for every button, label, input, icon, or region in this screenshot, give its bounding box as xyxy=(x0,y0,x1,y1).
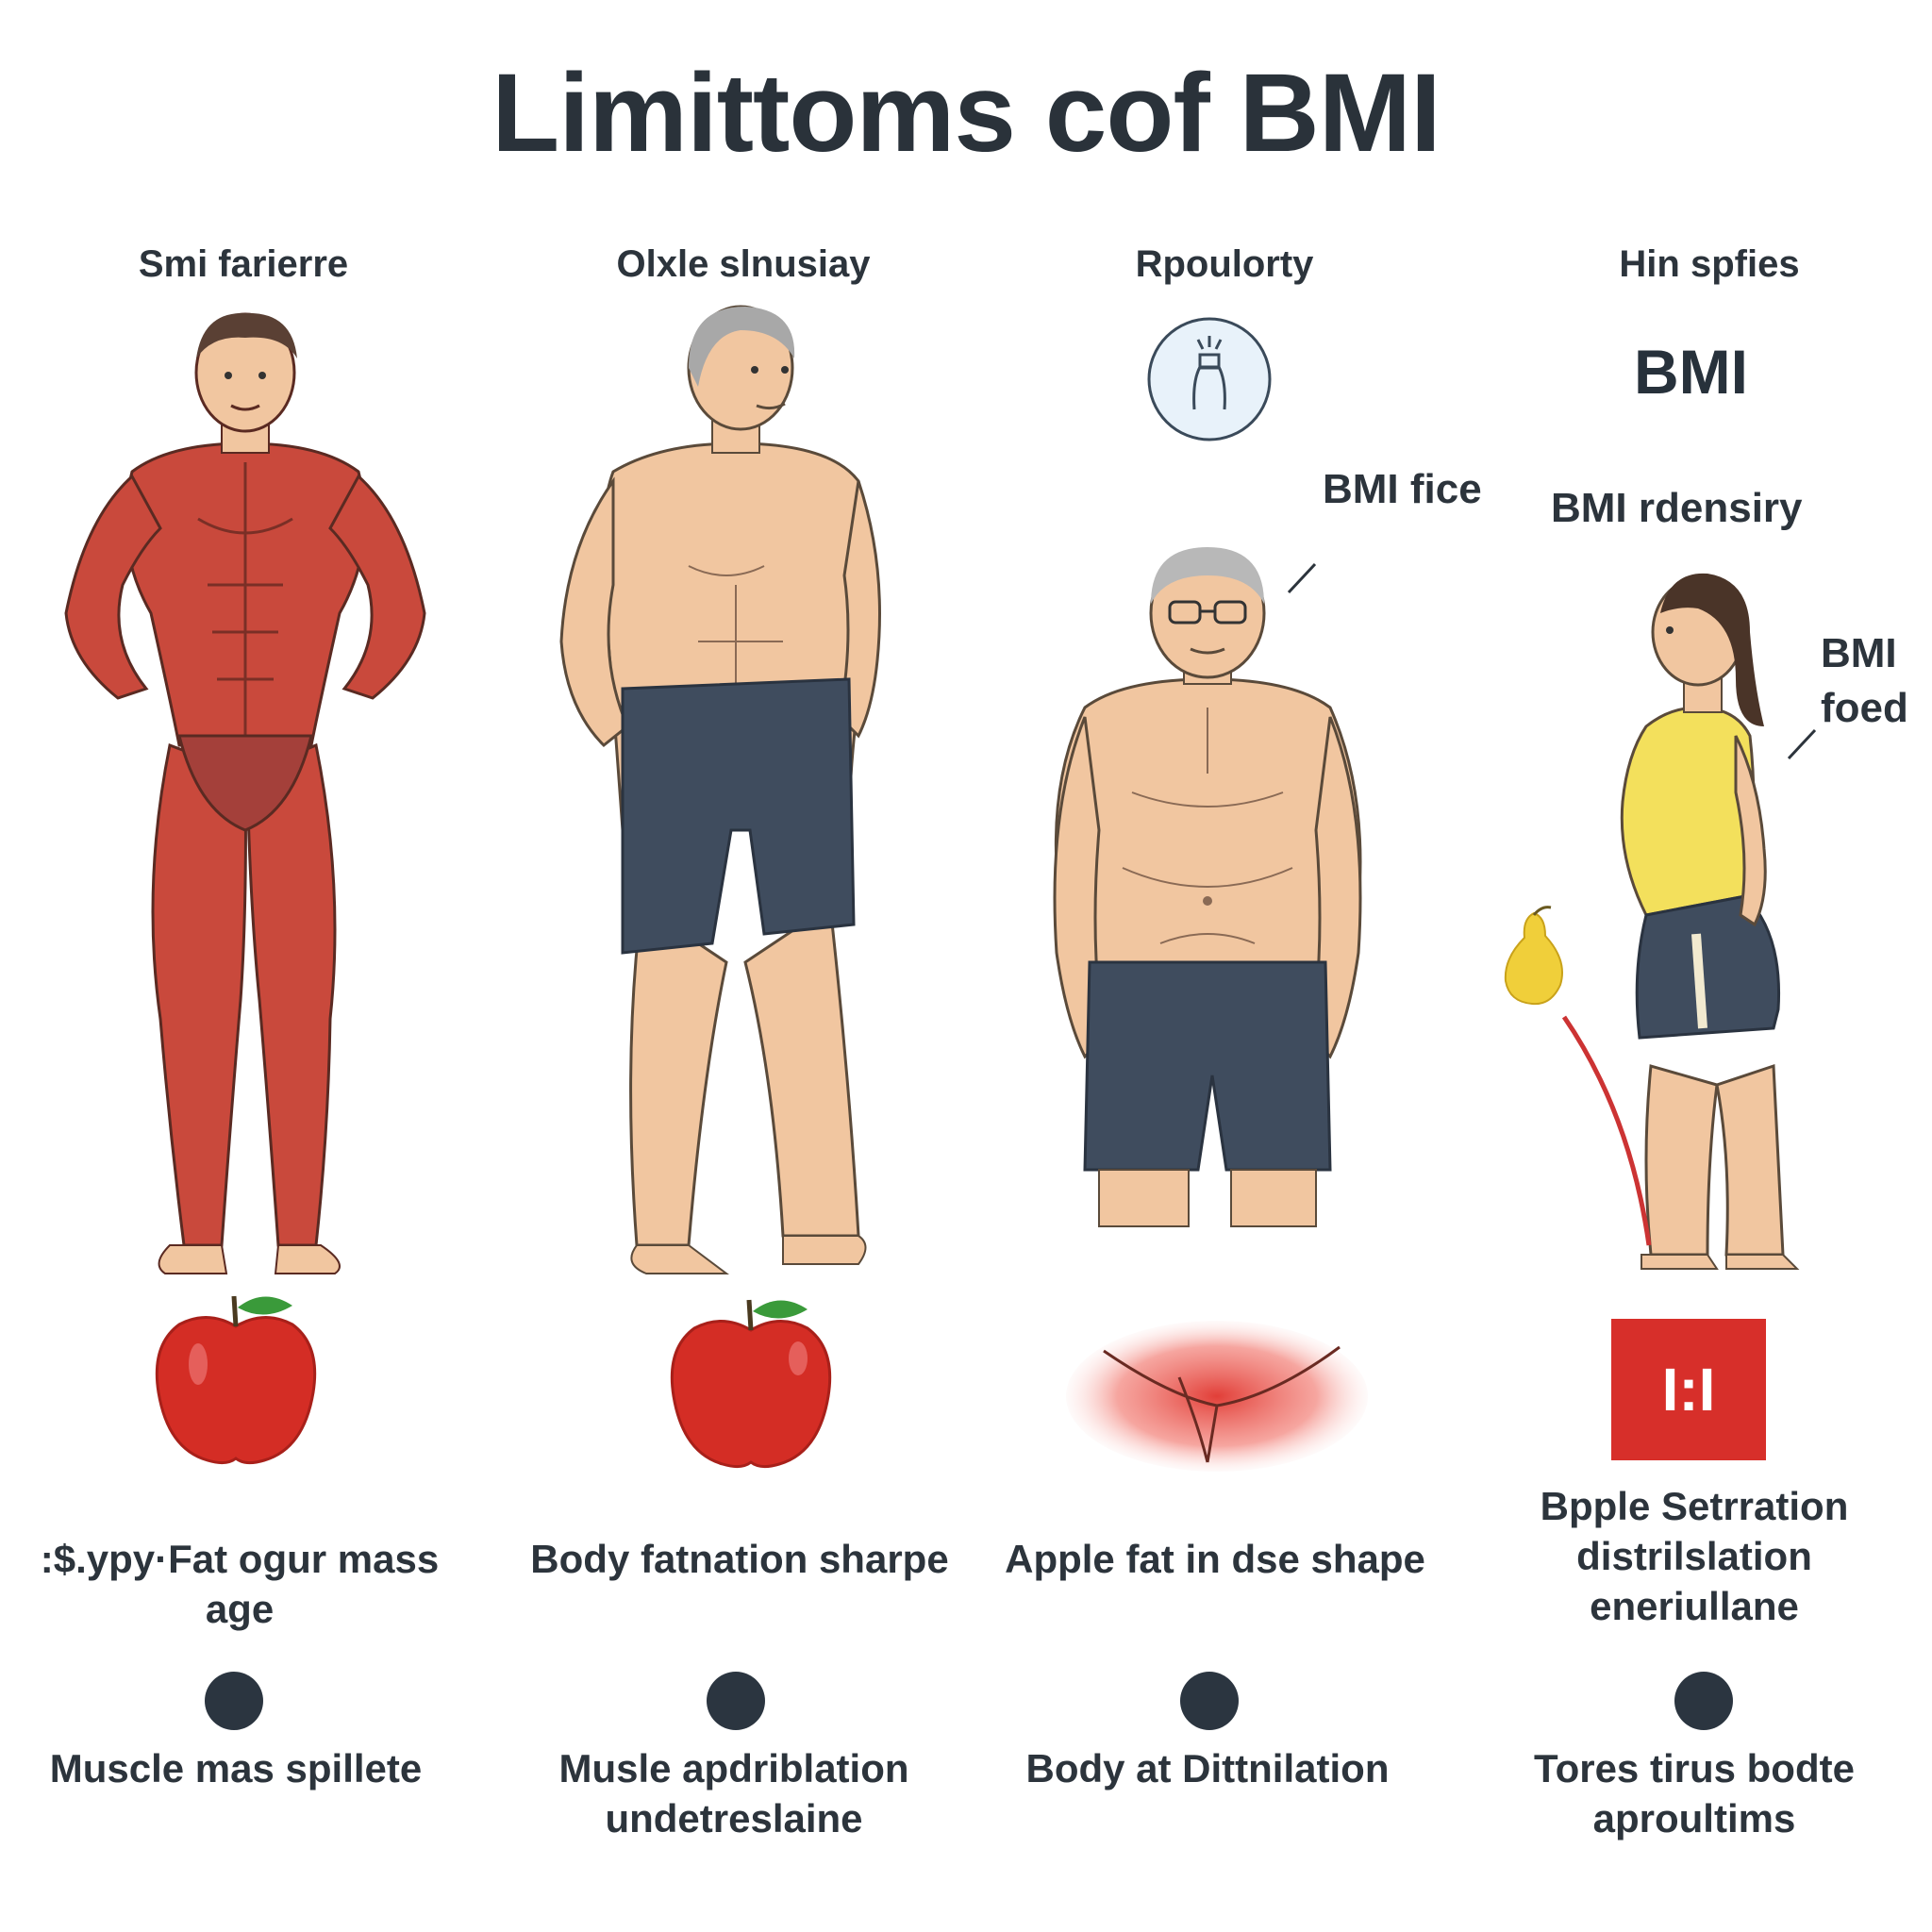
column-2-bullet: Musle apdriblation undetreslaine xyxy=(558,1746,909,1840)
bullet-dot xyxy=(1674,1672,1733,1730)
callout-pointer-line xyxy=(1787,728,1817,760)
column-4-caption: Bpple Setrration distrilslation eneriull… xyxy=(1540,1484,1849,1628)
bmi-badge-icon: I:I xyxy=(1611,1319,1766,1460)
column-3-caption: Apple fat in dse shape xyxy=(1005,1537,1425,1581)
column-4-bullet: Tores tirus bodte aproultims xyxy=(1534,1746,1855,1840)
older-man-figure xyxy=(559,305,881,1274)
body-scan-icon xyxy=(1147,317,1272,441)
woman-side-profile-figure xyxy=(1620,573,1800,1270)
apple-icon xyxy=(155,1295,317,1465)
column-1-heading: Smi farierre xyxy=(138,243,349,285)
pear-icon xyxy=(1504,906,1563,1006)
bullet-dot xyxy=(707,1672,765,1730)
heavy-older-man-figure xyxy=(1053,547,1362,1227)
column-1-bullet: Muscle mas spillete xyxy=(49,1746,423,1790)
apple-icon xyxy=(670,1299,832,1469)
column-2-caption: Body fatnation sharpe xyxy=(530,1537,949,1581)
column-1-caption: :$.ypy·Fat ogur mass age xyxy=(40,1537,440,1631)
column-4-heading: Hin spfies xyxy=(1619,243,1800,285)
bullet-dot xyxy=(205,1672,263,1730)
column-2-heading: Olxle slnusiay xyxy=(616,243,871,285)
column-3-bullet: Body at Dittnilation xyxy=(1025,1746,1390,1790)
column-4-big-label: BMI xyxy=(1634,337,1748,407)
fat-highlight-icon xyxy=(1066,1321,1368,1472)
distribution-line-icon xyxy=(1561,1015,1652,1246)
column-4-sub-label: BMI rdensiry xyxy=(1551,485,1803,531)
callout-pointer-line xyxy=(1287,562,1317,594)
page-title: Limittoms cof BMI xyxy=(491,51,1441,175)
muscle-man-figure xyxy=(64,312,426,1274)
column-3-callout: BMI fice xyxy=(1323,466,1482,512)
bullet-dot xyxy=(1180,1672,1239,1730)
column-4-callout: BMI foed xyxy=(1821,630,1908,731)
column-3-heading: Rpoulorty xyxy=(1135,243,1314,285)
